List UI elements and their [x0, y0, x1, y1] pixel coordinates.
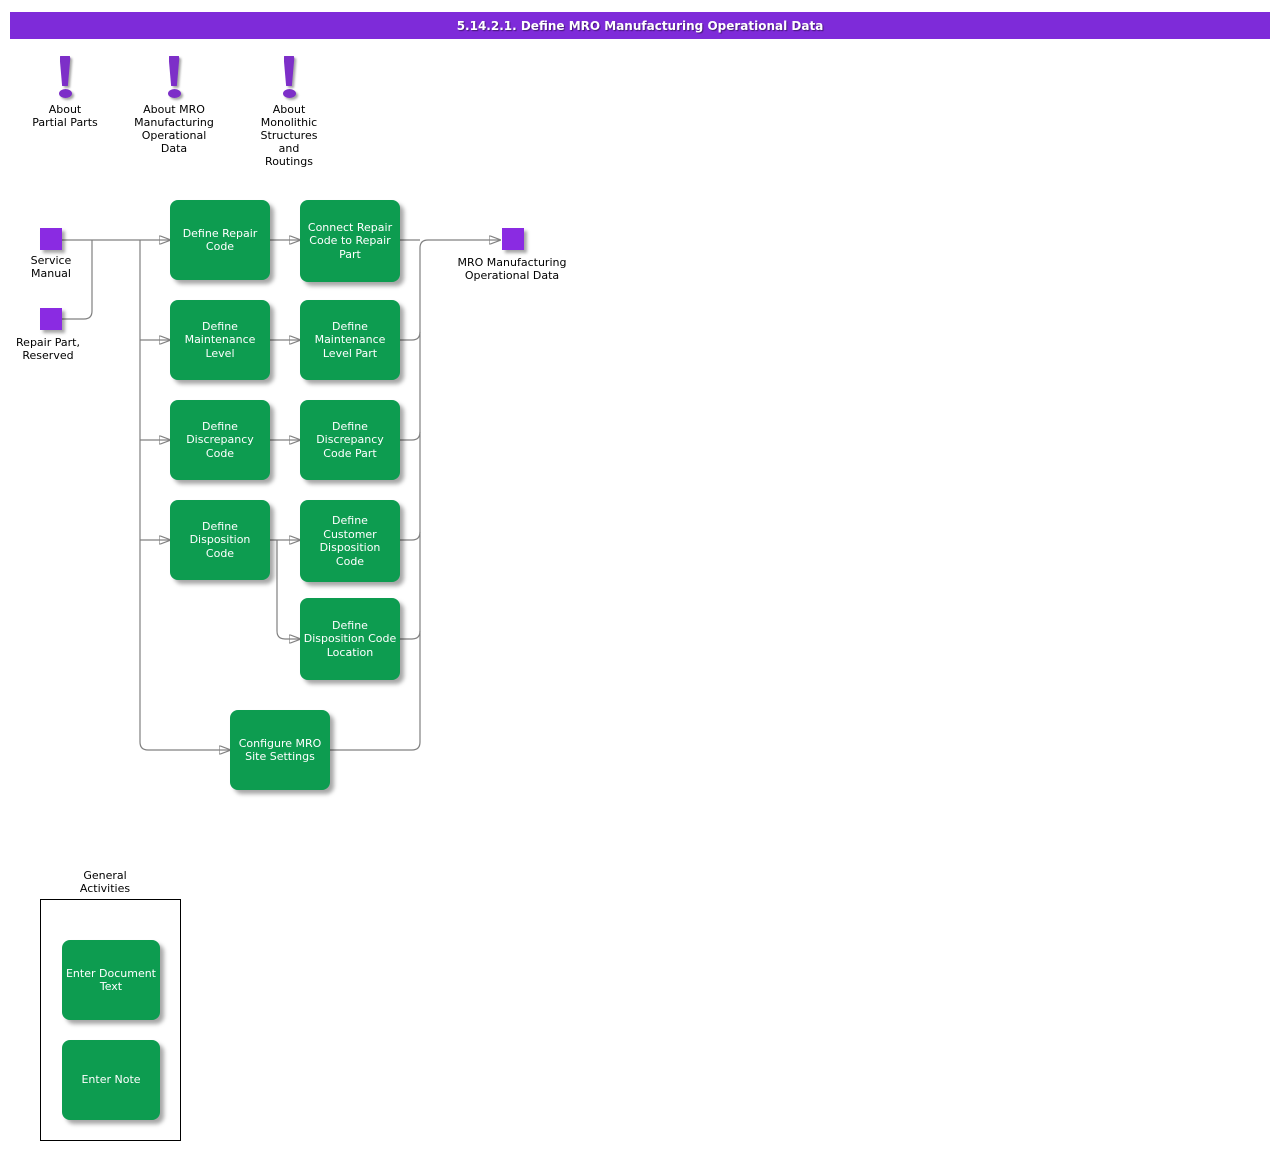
connector-customer-disposition-to-collector	[400, 531, 421, 541]
exclamation-dot	[167, 89, 181, 98]
info-note-about-monolithic-structures-and-routings[interactable]: About Monolithic Structures and Routings	[234, 56, 344, 168]
node-connect-repair-code-to-repair-part[interactable]: Connect Repair Code to Repair Part	[300, 200, 400, 282]
output-mro-operational-data-label: MRO Manufacturing Operational Data	[457, 256, 567, 282]
exclamation-dot	[58, 89, 72, 98]
node-label: Define Disposition Code	[189, 519, 251, 560]
input-service-manual-square[interactable]	[40, 228, 62, 250]
node-label: Define Discrepancy Code	[186, 419, 254, 460]
node-label: Define Repair Code	[182, 226, 258, 254]
node-define-maintenance-level-part[interactable]: Define Maintenance Level Part	[300, 300, 400, 380]
exclamation-icon	[282, 56, 296, 100]
node-label: Enter Note	[81, 1073, 141, 1087]
info-note-about-mro-manufacturing-operational-data[interactable]: About MRO Manufacturing Operational Data	[119, 56, 229, 155]
info-note-label: About Monolithic Structures and Routings	[260, 103, 318, 168]
exclamation-icon	[58, 56, 72, 100]
node-enter-note[interactable]: Enter Note	[62, 1040, 160, 1120]
exclamation-bar	[168, 56, 180, 86]
info-note-label: About Partial Parts	[32, 103, 98, 129]
node-label: Define Customer Disposition Code	[319, 514, 381, 568]
node-define-discrepancy-code[interactable]: Define Discrepancy Code	[170, 400, 270, 480]
node-label: Define Discrepancy Code Part	[316, 419, 384, 460]
node-define-disposition-code-location[interactable]: Define Disposition Code Location	[300, 598, 400, 680]
node-label: Define Maintenance Level Part	[314, 319, 386, 360]
connector-disposition-to-location	[276, 540, 300, 639]
exclamation-bar	[59, 56, 71, 86]
general-activities-label: General Activities	[79, 869, 131, 895]
node-label: Connect Repair Code to Repair Part	[307, 220, 393, 261]
node-label: Enter Document Text	[65, 966, 156, 994]
exclamation-icon	[167, 56, 181, 100]
info-note-about-partial-parts[interactable]: About Partial Parts	[10, 56, 120, 129]
connector-maintenance-part-to-collector	[400, 331, 421, 341]
node-define-disposition-code[interactable]: Define Disposition Code	[170, 500, 270, 580]
connector-location-to-collector	[400, 630, 421, 640]
node-label: Define Disposition Code Location	[303, 618, 397, 659]
node-define-discrepancy-code-part[interactable]: Define Discrepancy Code Part	[300, 400, 400, 480]
node-label: Define Maintenance Level	[184, 319, 256, 360]
page-title: 5.14.2.1. Define MRO Manufacturing Opera…	[456, 18, 824, 33]
output-mro-operational-data-square[interactable]	[502, 228, 524, 250]
exclamation-bar	[283, 56, 295, 86]
connector-discrepancy-part-to-collector	[400, 431, 421, 441]
exclamation-dot	[282, 89, 296, 98]
node-define-repair-code[interactable]: Define Repair Code	[170, 200, 270, 280]
node-enter-document-text[interactable]: Enter Document Text	[62, 940, 160, 1020]
node-define-maintenance-level[interactable]: Define Maintenance Level	[170, 300, 270, 380]
node-define-customer-disposition-code[interactable]: Define Customer Disposition Code	[300, 500, 400, 582]
node-label: Configure MRO Site Settings	[238, 736, 322, 764]
input-repair-part-reserved-label: Repair Part, Reserved	[16, 336, 80, 362]
info-note-label: About MRO Manufacturing Operational Data	[134, 103, 214, 155]
input-service-manual-label: Service Manual	[30, 254, 72, 280]
node-configure-mro-site-settings[interactable]: Configure MRO Site Settings	[230, 710, 330, 790]
input-repair-part-reserved-square[interactable]	[40, 308, 62, 330]
diagram-title-bar: 5.14.2.1. Define MRO Manufacturing Opera…	[10, 12, 1270, 39]
